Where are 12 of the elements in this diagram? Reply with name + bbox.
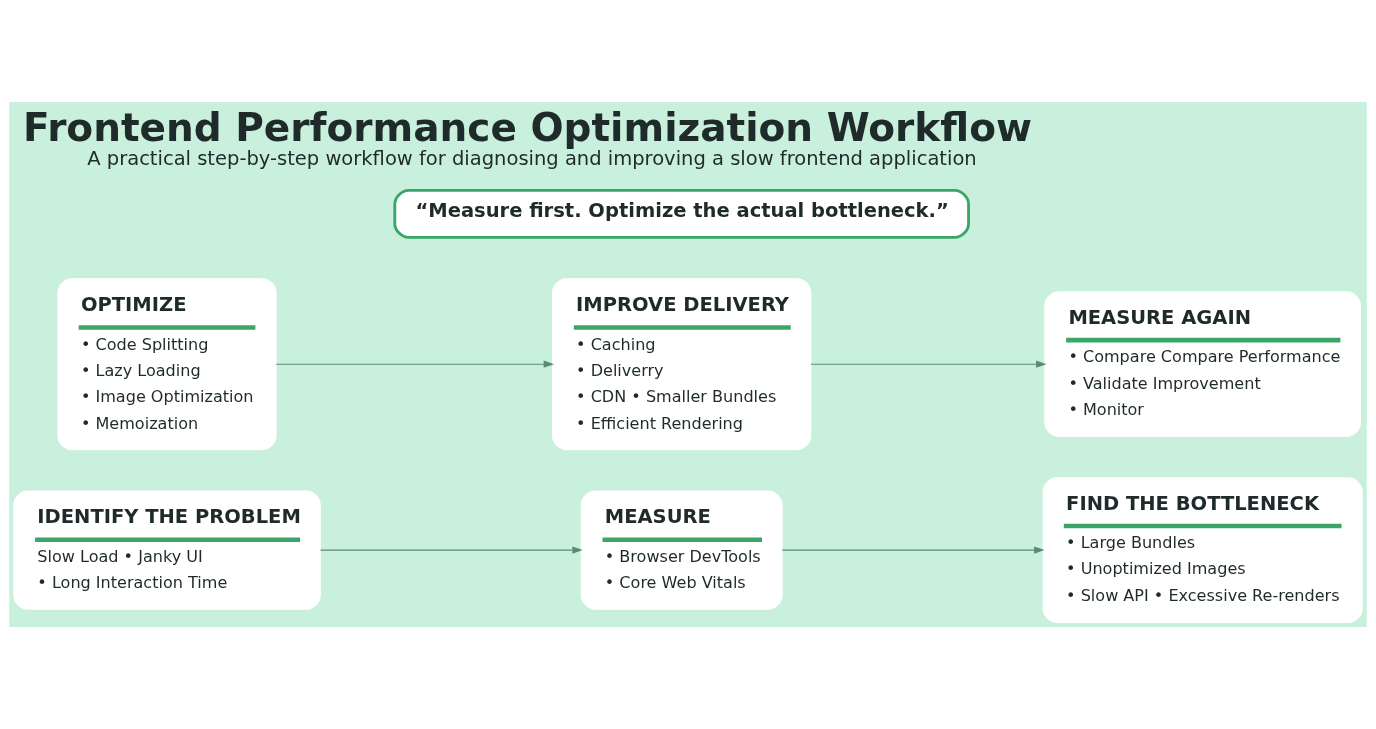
- node-box: FIND THE BOTTLENECK • Large Bundles • Unoptimized Images • Slow API • Excessive Re-renders: [1042, 477, 1363, 623]
- node-box: “Measure first. Optimize the actual bottleneck.”: [393, 188, 970, 239]
- node-box: MEASURE • Browser DevTools • Core Web Vitals: [580, 490, 783, 610]
- node-box: IDENTIFY THE PROBLEM Slow Load • Janky UI • Long Interaction Time: [13, 490, 321, 610]
- arrow: [810, 360, 1047, 368]
- diagram-title: Frontend Performance Optimization Workflow: [23, 105, 1032, 151]
- node-box: IMPROVE DELIVERY • Caching • Deliverry • CDN • Smaller Bundles • Efficient Rendering: [552, 278, 812, 451]
- arrow: [319, 546, 583, 554]
- node-box: OPTIMIZE • Code Splitting • Lazy Loading • Image Optimization • Memoization: [57, 278, 277, 451]
- node-box: MEASURE AGAIN • Compare Compare Performance • Validate Improvement • Monitor: [1044, 291, 1362, 438]
- arrow: [781, 546, 1045, 554]
- arrow: [275, 360, 554, 368]
